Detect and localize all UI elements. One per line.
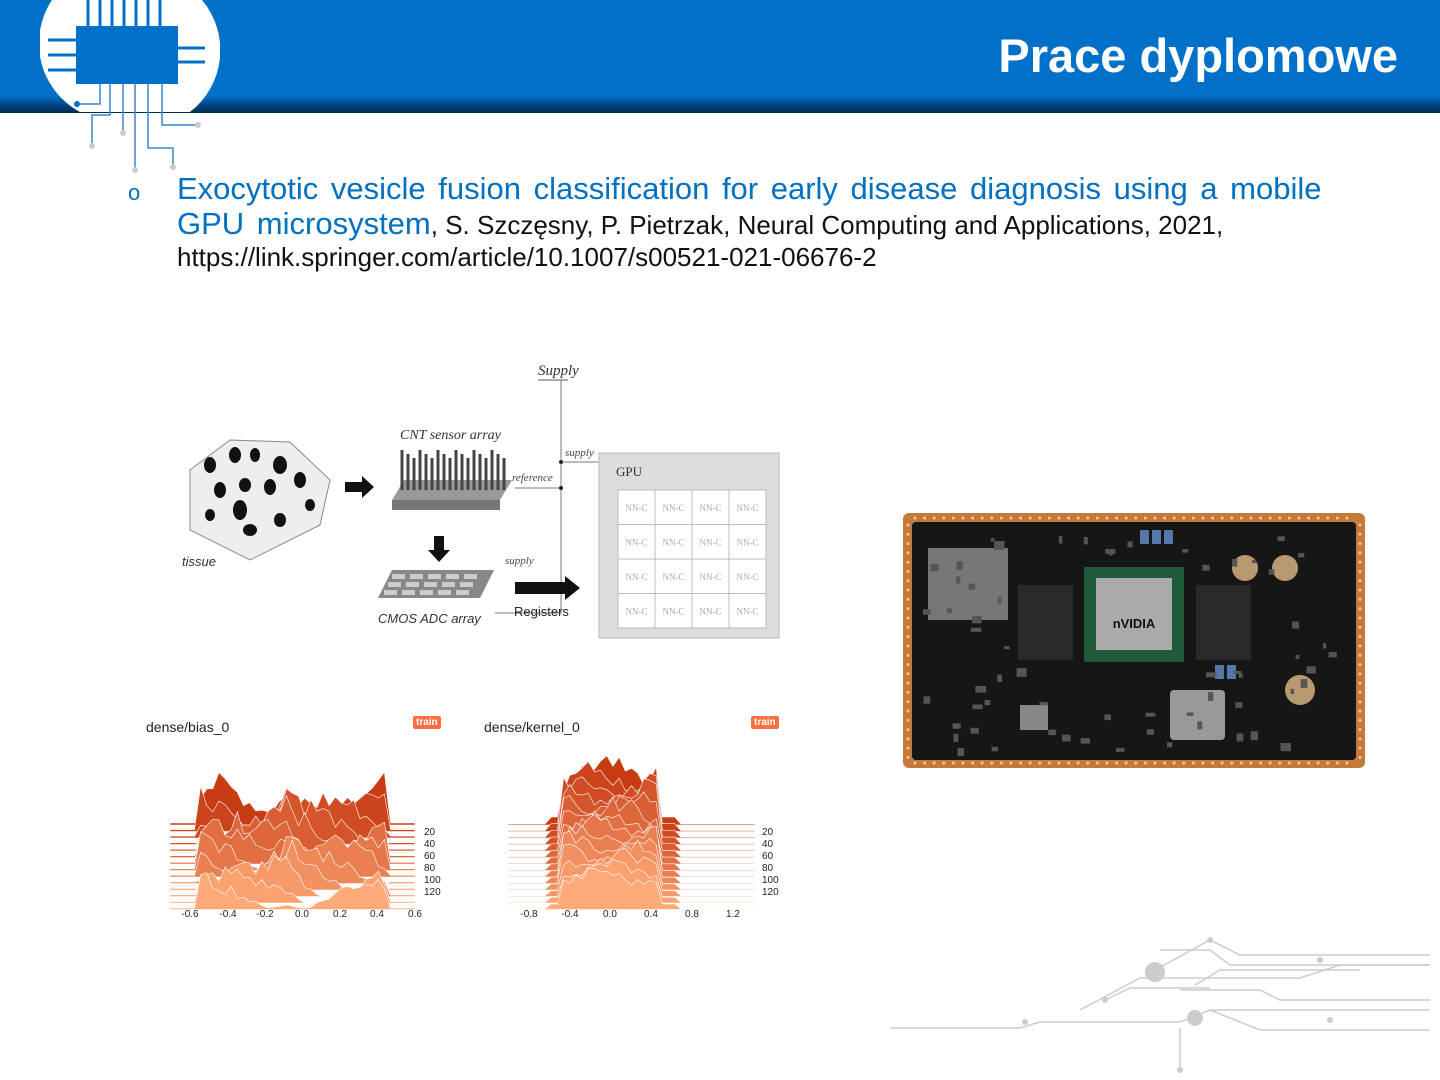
x-tick-label: -0.2 (256, 909, 274, 920)
y-tick-label: 100 (424, 875, 441, 886)
nn-core-label: NN-C (626, 572, 648, 582)
nn-core-label: NN-C (700, 607, 722, 617)
publication-authors: , S. Szczęsny, P. Pietrzak, Neural Compu… (430, 210, 1224, 240)
header-bar: Prace dyplomowe (0, 0, 1440, 113)
train-badge: train (751, 716, 779, 729)
y-tick-label: 60 (424, 851, 436, 862)
nn-core-label: NN-C (663, 538, 685, 548)
y-tick-label: 120 (424, 887, 441, 898)
nn-core-label: NN-C (626, 503, 648, 513)
cnt-label: CNT sensor array (400, 428, 502, 443)
y-tick-label: 80 (424, 863, 436, 874)
nn-core-label: NN-C (737, 503, 759, 513)
supply-label-2: supply (505, 555, 534, 567)
x-tick-label: 0.8 (685, 909, 699, 920)
publication-url[interactable]: https://link.springer.com/article/10.100… (177, 242, 877, 272)
publication-reference: Exocytotic vesicle fusion classification… (177, 171, 1327, 273)
gpu-label: GPU (616, 464, 643, 479)
bullet-marker: o (128, 180, 141, 205)
nn-core-label: NN-C (737, 538, 759, 548)
histogram-layer (169, 872, 416, 910)
system-diagram: Supply CNT sensor array supply reference… (182, 363, 780, 639)
tissue-label: tissue (182, 554, 216, 569)
x-tick-label: 0.4 (644, 909, 658, 920)
histogram-title: dense/kernel_0 (484, 719, 580, 735)
nn-core-label: NN-C (700, 503, 722, 513)
nn-core-label: NN-C (663, 607, 685, 617)
slide-title: Prace dyplomowe (998, 29, 1398, 82)
supply-label: supply (565, 447, 594, 459)
x-tick-label: 0.0 (295, 909, 309, 920)
nn-core-label: NN-C (626, 538, 648, 548)
arrow-right-icon (515, 576, 580, 600)
y-tick-label: 60 (762, 851, 774, 862)
y-tick-label: 80 (762, 863, 774, 874)
publication-title-link[interactable]: Exocytotic vesicle fusion classification… (177, 171, 1322, 241)
train-badge: train (413, 716, 441, 729)
y-tick-label: 20 (424, 827, 436, 838)
y-tick-label: 40 (762, 839, 774, 850)
registers-label: Registers (514, 604, 569, 619)
y-tick-label: 40 (424, 839, 436, 850)
x-tick-label: -0.8 (520, 909, 538, 920)
x-tick-label: -0.4 (219, 909, 237, 920)
nvidia-logo: nVIDIA (1113, 616, 1156, 631)
arrow-down-icon (428, 536, 450, 562)
jetson-board-photo: nVIDIA (903, 513, 1365, 768)
histogram-title: dense/bias_0 (146, 719, 230, 735)
supply-top-label: Supply (538, 363, 579, 379)
nn-core-label: NN-C (663, 572, 685, 582)
histogram-chart (169, 771, 416, 910)
x-tick-label: 1.2 (726, 909, 740, 920)
y-tick-label: 120 (762, 887, 779, 898)
x-tick-label: 0.0 (603, 909, 617, 920)
x-tick-label: -0.6 (181, 909, 199, 920)
circuit-decoration (890, 937, 1430, 1073)
x-tick-label: 0.4 (370, 909, 384, 920)
x-tick-label: 0.6 (408, 909, 422, 920)
cnt-sensor-icon (392, 450, 512, 510)
cmos-label: CMOS ADC array (378, 611, 482, 626)
nn-core-label: NN-C (737, 572, 759, 582)
histogram-layer (507, 868, 756, 910)
histogram-chart (507, 755, 756, 910)
x-tick-label: -0.4 (561, 909, 579, 920)
tissue-icon (189, 439, 331, 561)
reference-label: reference (512, 472, 553, 484)
nn-core-label: NN-C (700, 572, 722, 582)
x-tick-label: 0.2 (333, 909, 347, 920)
nn-core-label: NN-C (737, 607, 759, 617)
nn-core-label: NN-C (626, 607, 648, 617)
arrow-right-icon (345, 476, 374, 498)
nn-core-label: NN-C (663, 503, 685, 513)
y-tick-label: 20 (762, 827, 774, 838)
y-tick-label: 100 (762, 875, 779, 886)
nn-core-label: NN-C (700, 538, 722, 548)
chip-logo-icon (40, 0, 220, 173)
cmos-adc-icon (378, 570, 494, 598)
